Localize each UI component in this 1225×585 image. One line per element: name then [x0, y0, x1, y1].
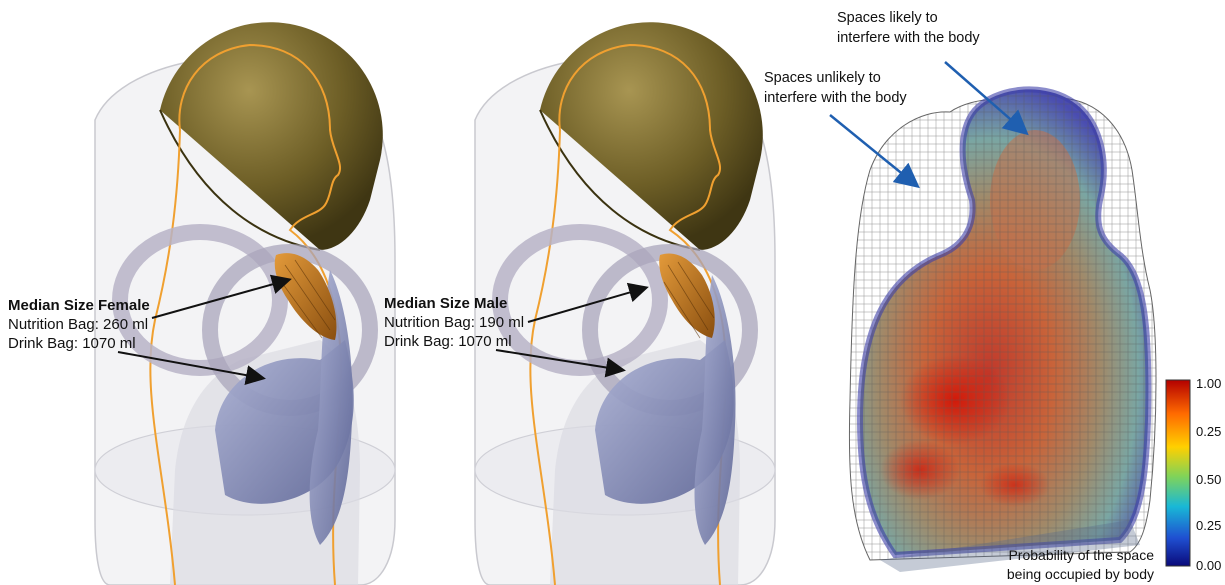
colorbar-tick: 0.25 — [1196, 424, 1221, 439]
male-drink-label: Drink Bag: 1070 ml — [384, 332, 524, 351]
male-label-group: Median Size Male Nutrition Bag: 190 ml D… — [384, 294, 524, 351]
colorbar-tick: 0.50 — [1196, 472, 1221, 487]
female-nutrition-label: Nutrition Bag: 260 ml — [8, 315, 150, 334]
colorbar-tick: 1.00 — [1196, 376, 1221, 391]
colorbar-caption: Probability of the space being occupied … — [978, 546, 1154, 584]
colorbar-tick: 0.00 — [1196, 558, 1221, 573]
female-title: Median Size Female — [8, 297, 150, 314]
colorbar — [1166, 380, 1190, 566]
colorbar-caption-line2: being occupied by body — [978, 565, 1154, 584]
unlikely-callout: Spaces unlikely to interfere with the bo… — [764, 68, 907, 108]
colorbar-caption-line1: Probability of the space — [978, 546, 1154, 565]
likely-callout-line1: Spaces likely to — [837, 8, 980, 28]
unlikely-callout-line2: interfere with the body — [764, 88, 907, 108]
occupancy-heatmap — [849, 80, 1160, 572]
female-drink-label: Drink Bag: 1070 ml — [8, 334, 150, 353]
likely-callout: Spaces likely to interfere with the body — [837, 8, 980, 48]
male-title: Median Size Male — [384, 295, 507, 312]
likely-callout-line2: interfere with the body — [837, 28, 980, 48]
male-nutrition-label: Nutrition Bag: 190 ml — [384, 313, 524, 332]
colorbar-tick: 0.25 — [1196, 518, 1221, 533]
unlikely-callout-line1: Spaces unlikely to — [764, 68, 907, 88]
female-label-group: Median Size Female Nutrition Bag: 260 ml… — [8, 296, 150, 353]
